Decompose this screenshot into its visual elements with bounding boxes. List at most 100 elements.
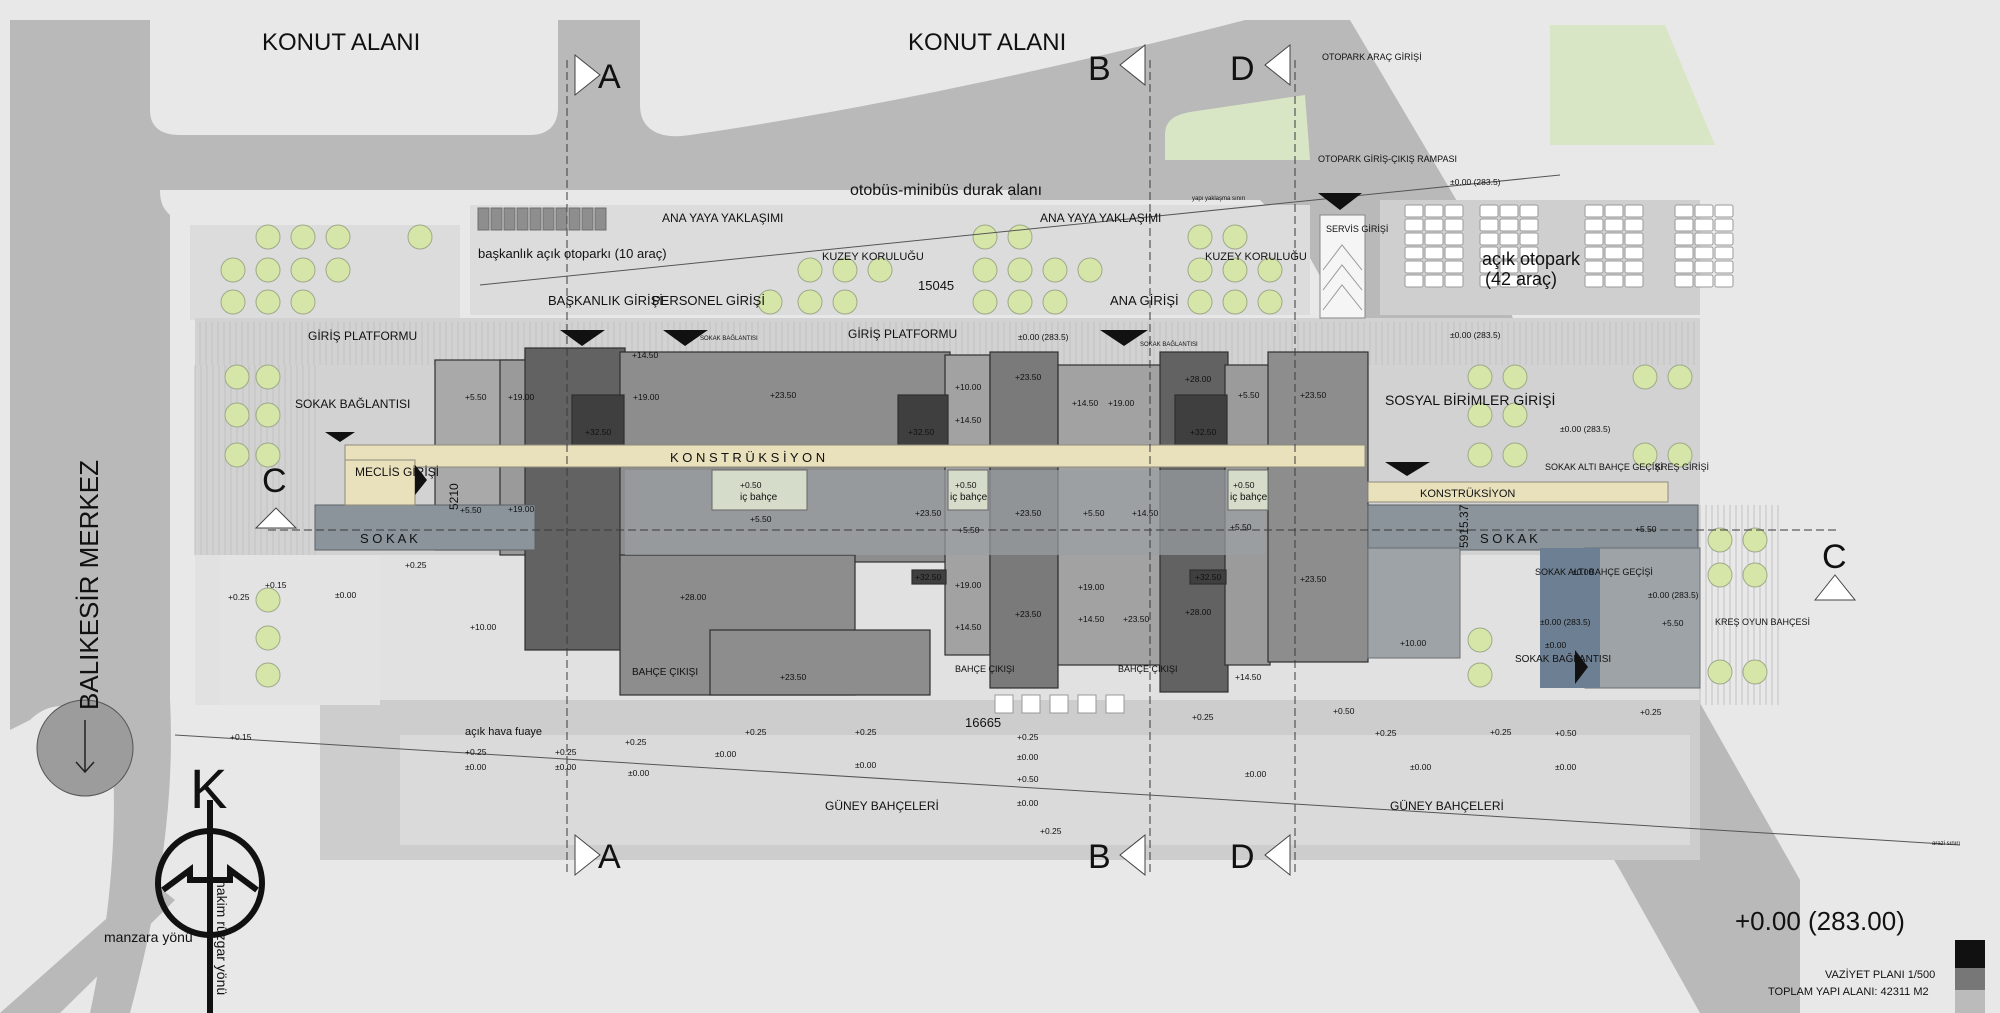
section-markers [254,43,1857,877]
parking-stall [1584,204,1604,218]
kindergarten-block [1584,547,1701,689]
elevation-mark: +5.50 [465,392,487,402]
elevation-mark: +14.50 [1132,508,1159,518]
parking-stall [1479,274,1499,288]
scale-swatch-1 [1955,940,1985,968]
elevation-mark: +23.50 [780,672,807,682]
elevation-mark: +5.50 [460,505,482,515]
parking-stall [1499,232,1519,246]
compass-arrow [161,864,259,893]
tree [325,224,351,250]
parking-stall [1519,246,1539,260]
section-a-top-marker [574,53,601,97]
tree [255,625,281,651]
tree [255,442,281,468]
elevation-mark: +32.50 [585,427,612,437]
open-foyer-label: açık hava fuaye [465,726,542,738]
parking-stalls [1404,204,1734,288]
dark-core-4 [911,569,947,585]
elevation-mark: +0.25 [625,737,647,747]
courtyard-2 [947,469,989,511]
elevation-mark: ±0.00 [465,762,486,772]
parking-stall [1584,218,1604,232]
elevation-mark: +32.50 [915,572,942,582]
tree [1632,442,1658,468]
parking-stall [1714,204,1734,218]
elevation-mark: +5.50 [750,514,772,524]
parking-stall [581,207,594,231]
parking-stall [1404,218,1424,232]
parking-stall [1444,260,1464,274]
elevation-mark: +0.25 [228,592,250,602]
parking-stall [477,207,490,231]
street-link-small-2: SOKAK BAĞLANTISI [1140,341,1198,348]
tree [757,289,783,315]
parking-stall [529,207,542,231]
street-label-left: S O K A K [360,531,418,546]
staff-entrance-arrow [663,330,708,346]
presidency-entrance-label: BAŞKANLIK GİRİŞİ [548,293,663,308]
street-link-right-label: SOKAK BAĞLANTISI [1515,652,1611,665]
parking-stall [1604,246,1624,260]
social-entrance-label: SOSYAL BİRİMLER GİRİŞİ [1385,391,1555,408]
elevation-mark: ±0.00 (283.5) [1450,177,1501,187]
north-plaza [470,205,1310,315]
elevation-mark: +0.25 [1040,826,1062,836]
parking-stall [1624,246,1644,260]
scale-swatch-2 [1955,968,1985,990]
elevation-mark: +23.50 [1015,609,1042,619]
construction-label-1: K O N S T R Ü K S İ Y O N [670,450,825,465]
parking-stall [1444,274,1464,288]
elevation-mark: +19.00 [508,392,535,402]
south-garden-label-1: GÜNEY BAHÇELERİ [825,799,939,813]
construction-strip-right [1367,481,1669,503]
setback-line [479,174,1561,286]
parking-stall [1624,274,1644,288]
compass-view-label: manzara yönü [104,929,193,945]
tree [1632,364,1658,390]
parking-stall [1519,232,1539,246]
section-d-top-marker [1264,43,1291,87]
elevation-mark: +0.50 [740,480,762,490]
elevation-mark: ±0.00 [1245,769,1266,779]
compass-north-label: K [190,757,227,820]
tree [1222,224,1248,250]
street-link-left-label: SOKAK BAĞLANTISI [295,396,410,411]
parking-stall [1694,204,1714,218]
approach-label-1: ANA YAYA YAKLAŞIMI [662,211,783,225]
tree [1222,289,1248,315]
tree [1007,224,1033,250]
parking-stall [1624,232,1644,246]
elevation-mark: +19.00 [633,392,660,402]
dimension-15045: 15045 [918,278,954,293]
scale-swatch-3 [1955,990,1985,1013]
elevation-mark: +0.25 [745,727,767,737]
elevation-mark: +0.50 [1333,706,1355,716]
left-lawn [220,555,380,705]
parking-stall [1424,204,1444,218]
parking-stall [1674,260,1694,274]
parking-stall [490,207,503,231]
section-b-bottom: B [1088,838,1111,876]
elevation-mark: ±0.00 [1545,640,1566,650]
elevation-mark: +5.50 [1083,508,1105,518]
total-area-label: TOPLAM YAPI ALANI: 42311 M2 [1768,986,1929,998]
parking-stall [1694,232,1714,246]
tree [255,662,281,688]
south-garden-label-2: GÜNEY BAHÇELERİ [1390,799,1504,813]
parking-stall [1584,232,1604,246]
parking-stall [1499,274,1519,288]
elevation-mark: ±0.00 [1017,798,1038,808]
tree [290,257,316,283]
elevation-mark: +0.25 [1640,707,1662,717]
elevation-mark: +14.50 [1078,614,1105,624]
parking-stall [1479,246,1499,260]
elevation-mark: ±0.00 [628,768,649,778]
tree [1502,402,1528,428]
tree [255,587,281,613]
lot-line-label: arazi sınırı [1932,841,1960,847]
parking-stall [1584,260,1604,274]
open-parking-count: (42 araç) [1485,269,1557,289]
elevation-mark: +23.50 [1300,574,1327,584]
garden-exit-label-2: BAHÇE ÇIKIŞI [955,664,1015,674]
